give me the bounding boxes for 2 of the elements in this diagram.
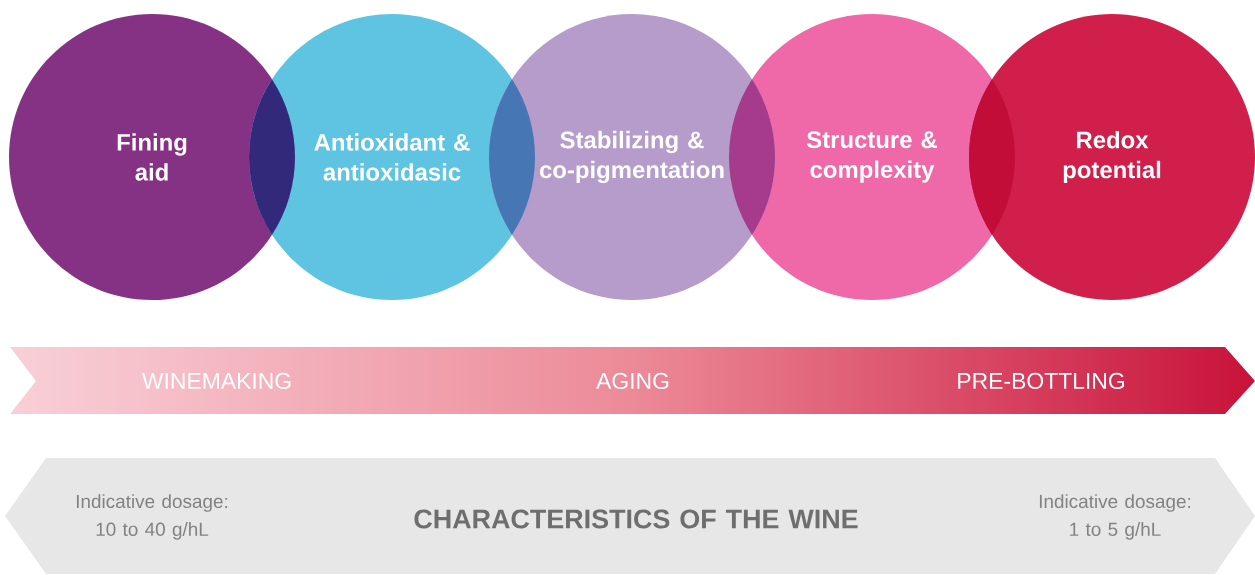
characteristics-band: Indicative dosage: 10 to 40 g/hL CHARACTERISTICS OF THE WINE Indicative dosage: 1 to 5 g/hL xyxy=(5,458,1255,574)
stage-arrow: WINEMAKING AGING PRE-BOTTLING xyxy=(142,372,1124,390)
